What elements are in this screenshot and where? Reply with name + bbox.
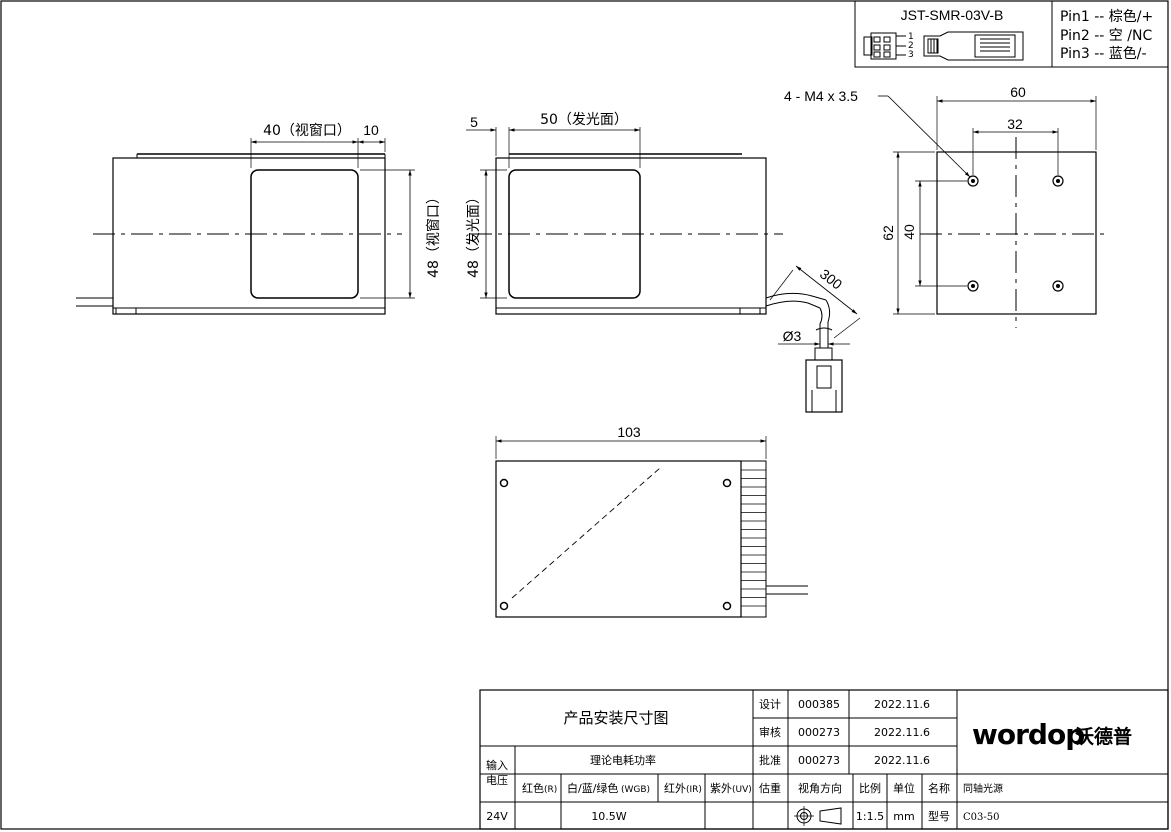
col-weight: 估重	[759, 781, 781, 795]
row-review-date: 2022.11.6	[874, 726, 930, 739]
dim-cable-diameter: Ø3	[783, 328, 802, 344]
company-logo: wordop	[972, 718, 1084, 751]
name-value: 同轴光源	[963, 782, 1003, 795]
row-approve-date: 2022.11.6	[874, 754, 930, 767]
power-value: 10.5W	[591, 810, 626, 823]
dim-hole-spacing-v: 40	[901, 224, 917, 240]
dim-mounting-holes: 4 - M4 x 3.5	[784, 88, 858, 104]
row-approve-label: 批准	[759, 753, 781, 767]
dim-window-height: 48（视窗口）	[425, 190, 442, 278]
col-white: 白/蓝/绿色	[567, 781, 618, 795]
dim-emit-height: 48（发光面）	[466, 190, 482, 278]
row-review-code: 000273	[798, 726, 840, 739]
connector-table: JST-SMR-03V-B 1 2 3	[854, 0, 1169, 68]
pin-number-1: 1	[908, 32, 914, 42]
col-ir: 红外	[664, 782, 686, 795]
dim-offset-10: 10	[363, 122, 379, 138]
col-red-sub: (R)	[544, 785, 557, 795]
scale-value: 1:1.5	[856, 810, 884, 823]
col-view: 视角方向	[798, 781, 842, 795]
drawing-title: 产品安装尺寸图	[563, 709, 668, 727]
col-ir-sub: (IR)	[686, 785, 702, 795]
title-block	[479, 689, 1169, 830]
dim-body-length: 103	[617, 424, 641, 440]
input-voltage-label-1: 输入	[486, 758, 508, 772]
title-block-text: 产品安装尺寸图 设计 000385 2022.11.6 审核 000273 20…	[486, 698, 1132, 826]
col-unit: 单位	[893, 781, 915, 795]
row-approve-code: 000273	[798, 754, 840, 767]
dim-end-width: 60	[1010, 84, 1026, 100]
col-white-sub: (WGB)	[621, 785, 650, 795]
model-label: 型号	[928, 809, 950, 823]
pin-number-3: 3	[908, 50, 914, 60]
col-red: 红色	[522, 781, 544, 795]
dim-end-height: 62	[880, 225, 896, 241]
side-view: 5 50（发光面） 48（发光面） 300 Ø3	[466, 112, 861, 413]
connector-model: JST-SMR-03V-B	[901, 7, 1004, 23]
projection-symbol-icon	[794, 806, 842, 826]
pin1-label: Pin1 -- 棕色/+	[1060, 8, 1153, 25]
front-view: 40（视窗口） 10 48（视窗口）	[76, 122, 442, 315]
dim-hole-spacing-h: 32	[1007, 116, 1023, 132]
dim-cable-length: 300	[817, 266, 845, 293]
dim-window-width: 40（视窗口）	[263, 122, 351, 139]
pin3-label: Pin3 -- 蓝色/-	[1060, 45, 1147, 62]
pin2-label: Pin2 -- 空 /NC	[1060, 28, 1152, 44]
row-review-label: 审核	[759, 725, 781, 739]
power-header: 理论电耗功率	[590, 753, 656, 767]
row-design-label: 设计	[759, 698, 781, 711]
dim-emit-width: 50（发光面）	[540, 112, 628, 128]
col-name: 名称	[928, 781, 950, 795]
unit-value: mm	[893, 810, 914, 823]
model-value: C03-50	[963, 812, 999, 823]
connector-icon: 1 2 3	[863, 31, 1024, 61]
end-view: 4 - M4 x 3.5 60 32 62 40	[784, 84, 1106, 328]
pin-number-2: 2	[908, 41, 914, 51]
company-logo-cn: 沃德普	[1075, 725, 1132, 748]
input-voltage-label-2: 电压	[486, 774, 508, 787]
bottom-view: 103	[495, 424, 808, 618]
row-design-code: 000385	[798, 698, 840, 711]
dim-offset-5: 5	[470, 114, 478, 130]
col-scale: 比例	[859, 781, 881, 795]
row-design-date: 2022.11.6	[874, 698, 930, 711]
heatsink-fins	[741, 469, 766, 607]
voltage-value: 24V	[486, 810, 508, 823]
col-uv: 紫外	[710, 782, 732, 795]
col-uv-sub: (UV)	[732, 785, 752, 795]
